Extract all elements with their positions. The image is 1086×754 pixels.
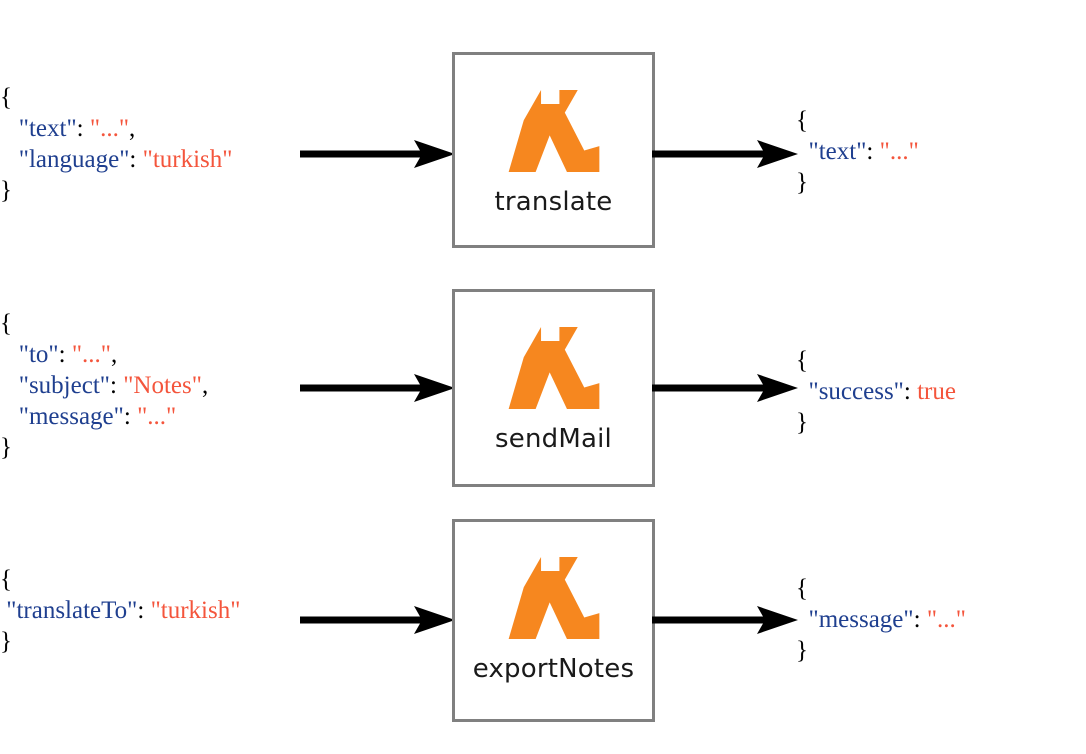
json-line: } bbox=[796, 407, 956, 438]
arrow-output-translate bbox=[652, 140, 798, 168]
json-punctuation: { bbox=[796, 107, 808, 134]
json-punctuation: : bbox=[903, 378, 918, 405]
json-punctuation bbox=[0, 341, 19, 368]
json-line: "text": "...", bbox=[0, 113, 232, 144]
lambda-icon bbox=[508, 556, 599, 640]
json-punctuation bbox=[0, 403, 19, 430]
json-punctuation: } bbox=[796, 409, 808, 436]
json-punctuation: : bbox=[913, 606, 927, 633]
json-punctuation: : bbox=[129, 146, 143, 173]
json-key: "to" bbox=[18, 341, 59, 368]
json-line: { bbox=[0, 308, 208, 339]
json-line: } bbox=[0, 626, 240, 657]
json-line: "subject": "Notes", bbox=[0, 370, 208, 401]
json-value: "..." bbox=[926, 606, 966, 633]
lambda-function-translate[interactable]: translate bbox=[452, 52, 655, 248]
arrow-output-sendmail bbox=[652, 374, 798, 402]
arrow-input-sendmail bbox=[300, 374, 455, 402]
json-punctuation: } bbox=[0, 628, 12, 655]
json-line: } bbox=[796, 635, 966, 666]
lambda-function-label: sendMail bbox=[495, 424, 612, 454]
json-line: { bbox=[0, 564, 240, 595]
json-punctuation bbox=[796, 138, 809, 165]
lambda-function-sendmail[interactable]: sendMail bbox=[452, 289, 655, 487]
json-punctuation: } bbox=[0, 434, 12, 461]
json-line: { bbox=[796, 573, 966, 604]
json-value: "..." bbox=[71, 341, 111, 368]
json-value: "turkish" bbox=[150, 597, 241, 624]
json-value: "..." bbox=[137, 403, 177, 430]
json-punctuation: } bbox=[0, 177, 12, 204]
json-punctuation: : bbox=[109, 372, 124, 399]
json-punctuation: } bbox=[796, 169, 808, 196]
arrow-input-translate bbox=[300, 140, 455, 168]
input-json-exportnotes: { "translateTo": "turkish"} bbox=[0, 564, 240, 657]
json-value: "turkish" bbox=[142, 146, 233, 173]
input-json-sendmail: { "to": "...", "subject": "Notes", "mess… bbox=[0, 308, 208, 463]
json-line: } bbox=[0, 432, 208, 463]
json-key: "success" bbox=[808, 378, 904, 405]
json-punctuation: { bbox=[0, 310, 12, 337]
json-key: "text" bbox=[808, 138, 867, 165]
lambda-function-label: translate bbox=[494, 187, 613, 217]
json-key: "message" bbox=[808, 606, 914, 633]
json-punctuation: : bbox=[866, 138, 880, 165]
json-punctuation bbox=[0, 146, 19, 173]
arrow-output-exportnotes bbox=[652, 606, 798, 634]
json-punctuation bbox=[796, 606, 809, 633]
json-punctuation: { bbox=[0, 566, 12, 593]
json-line: "message": "..." bbox=[0, 401, 208, 432]
json-punctuation: } bbox=[796, 637, 808, 664]
json-line: { bbox=[796, 105, 919, 136]
json-line: "success": true bbox=[796, 376, 956, 407]
lambda-icon bbox=[508, 89, 599, 173]
output-json-exportnotes: { "message": "..."} bbox=[796, 573, 966, 666]
json-key: "translateTo" bbox=[6, 597, 138, 624]
output-json-sendmail: { "success": true} bbox=[796, 345, 956, 438]
json-punctuation: { bbox=[796, 347, 808, 374]
json-punctuation bbox=[796, 378, 809, 405]
json-line: "translateTo": "turkish" bbox=[0, 595, 240, 626]
json-value: true bbox=[917, 378, 956, 405]
json-punctuation: : bbox=[137, 597, 151, 624]
json-punctuation: : bbox=[58, 341, 72, 368]
json-line: "to": "...", bbox=[0, 339, 208, 370]
output-json-translate: { "text": "..."} bbox=[796, 105, 919, 198]
json-punctuation: , bbox=[129, 115, 136, 142]
json-punctuation: : bbox=[123, 403, 138, 430]
input-json-translate: { "text": "...", "language": "turkish"} bbox=[0, 82, 232, 206]
json-value: "..." bbox=[879, 138, 919, 165]
json-value: "Notes" bbox=[123, 372, 202, 399]
json-punctuation: , bbox=[201, 372, 209, 399]
json-line: } bbox=[796, 167, 919, 198]
lambda-function-exportnotes[interactable]: exportNotes bbox=[452, 519, 655, 722]
json-punctuation: : bbox=[76, 115, 90, 142]
json-punctuation bbox=[0, 115, 19, 142]
json-line: "language": "turkish" bbox=[0, 144, 233, 175]
json-line: "text": "..." bbox=[796, 136, 919, 167]
json-key: "message" bbox=[18, 403, 124, 430]
json-punctuation: { bbox=[796, 575, 808, 602]
json-punctuation bbox=[0, 372, 19, 399]
json-value: "..." bbox=[89, 115, 130, 142]
json-punctuation: , bbox=[110, 341, 118, 368]
json-line: { bbox=[0, 82, 232, 113]
json-line: { bbox=[796, 345, 956, 376]
json-punctuation: { bbox=[0, 84, 12, 111]
json-key: "subject" bbox=[18, 372, 110, 399]
json-line: } bbox=[0, 175, 232, 206]
json-line: "message": "..." bbox=[796, 604, 966, 635]
arrow-input-exportnotes bbox=[300, 606, 455, 634]
json-key: "text" bbox=[18, 115, 77, 142]
lambda-icon bbox=[508, 326, 599, 410]
lambda-function-label: exportNotes bbox=[472, 654, 635, 684]
json-key: "language" bbox=[18, 146, 130, 173]
